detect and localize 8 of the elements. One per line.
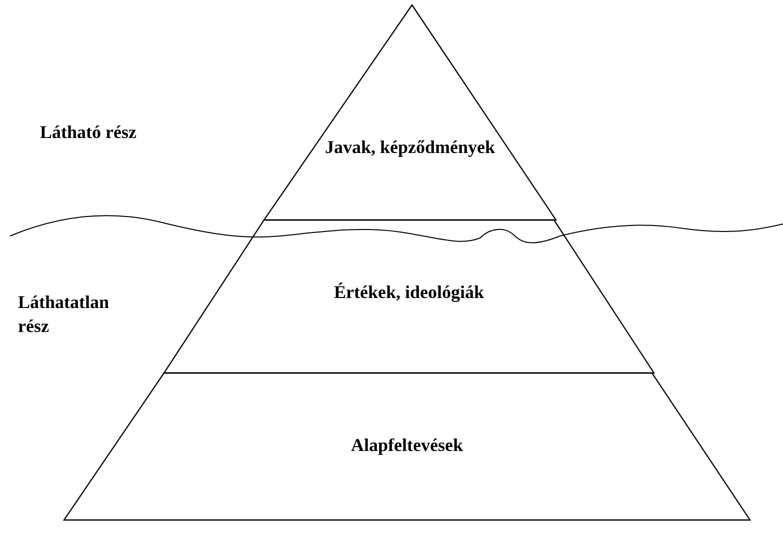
pyramid-layer — [264, 5, 556, 220]
pyramid-layer — [64, 373, 750, 520]
pyramid-layer — [164, 220, 654, 373]
layer-label: Értékek, ideológiák — [332, 281, 485, 304]
zone-label: Láthatatlan rész — [18, 291, 110, 338]
layer-label: Javak, képződmények — [324, 136, 496, 159]
zone-label: Látható rész — [40, 121, 138, 144]
layer-label: Alapfeltevések — [350, 434, 464, 457]
